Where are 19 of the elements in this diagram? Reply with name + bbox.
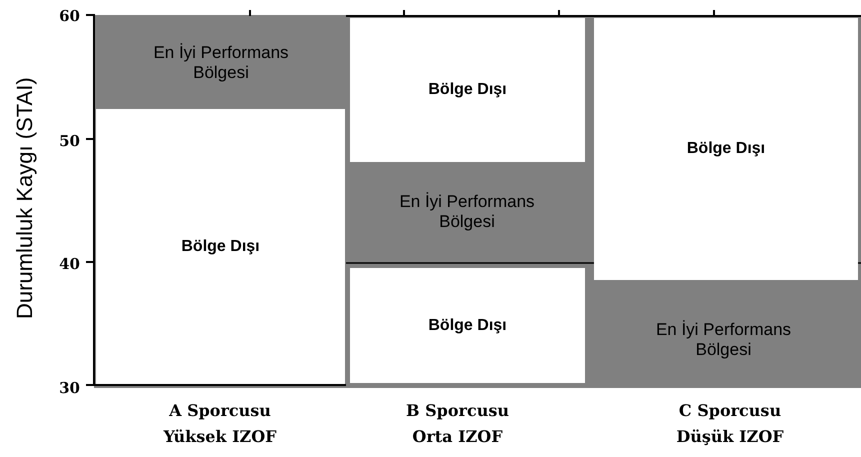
tick-label: 40 bbox=[58, 254, 80, 275]
zone-label: En İyi Performans Bölgesi bbox=[398, 192, 536, 232]
category-label: A Sporcusu Yüksek IZOF bbox=[162, 400, 278, 448]
zone-label: En İyi Performans Bölgesi bbox=[654, 320, 792, 360]
area-label: Bölge Dışı bbox=[686, 140, 766, 158]
tick-label: 60 bbox=[58, 6, 80, 27]
area-label: Bölge Dışı bbox=[181, 238, 260, 256]
tick-label: 50 bbox=[58, 131, 80, 152]
category-label: C Sporcusu Düşük IZOF bbox=[675, 400, 785, 448]
category-label: B Sporcusu Orta IZOF bbox=[405, 400, 510, 448]
zone-label: En İyi Performans Bölgesi bbox=[152, 42, 290, 82]
out-of-zone-area bbox=[594, 18, 858, 280]
tick-label: 30 bbox=[58, 378, 80, 399]
axis-title: Durumluluk Kaygı (STAI) bbox=[12, 79, 38, 319]
out-of-zone-area bbox=[350, 18, 585, 162]
out-of-zone-area bbox=[350, 268, 585, 383]
area-label: Bölge Dışı bbox=[428, 81, 507, 99]
area-label: Bölge Dışı bbox=[428, 316, 507, 334]
out-of-zone-area bbox=[96, 109, 345, 384]
